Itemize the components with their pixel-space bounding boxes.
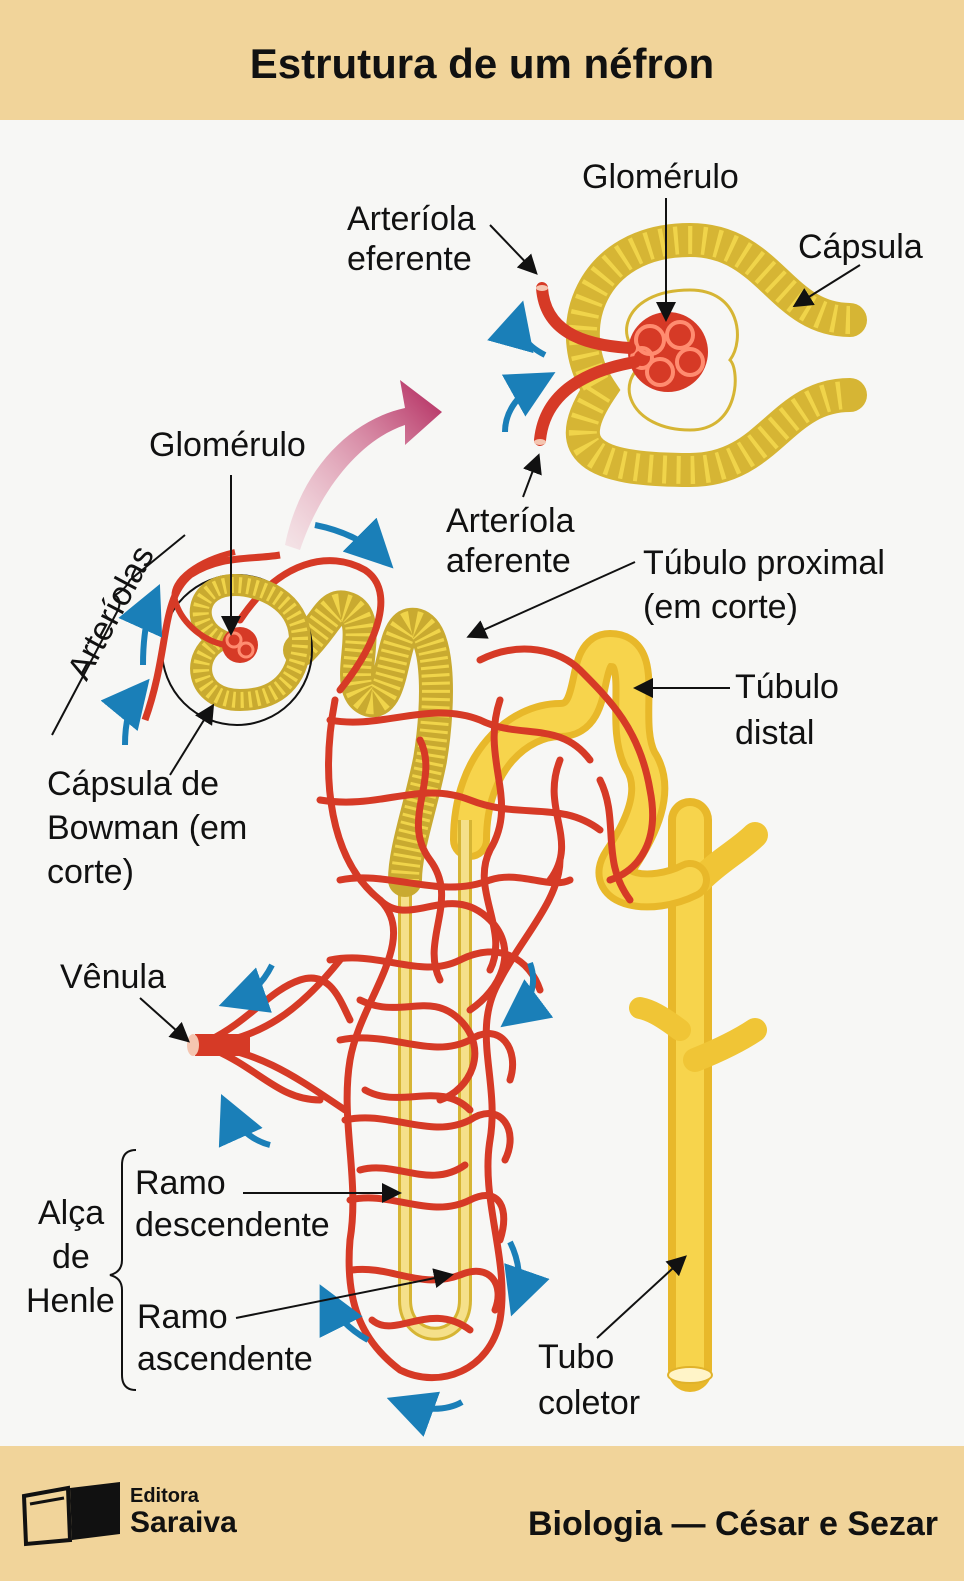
footer-band bbox=[0, 1446, 964, 1581]
label-capsula-bowman-1: Cápsula de bbox=[47, 765, 220, 803]
label-alca-2: de bbox=[52, 1238, 90, 1276]
leader-lines bbox=[139, 198, 861, 1339]
label-tubo-coletor-1: Tubo bbox=[538, 1338, 615, 1376]
zoomed-glomerulus bbox=[628, 312, 708, 392]
label-capsula-bowman-3: corte) bbox=[47, 853, 134, 891]
header-band bbox=[0, 0, 964, 120]
label-glomerulo-left: Glomérulo bbox=[149, 426, 306, 464]
label-arteriola-eferente-1: Arteríola bbox=[347, 200, 476, 238]
zoomed-arterioles bbox=[534, 282, 641, 446]
label-ramo-asc-1: Ramo bbox=[137, 1298, 228, 1336]
left-glomerulus bbox=[222, 627, 258, 663]
label-arteriola-aferente-2: aferente bbox=[446, 542, 571, 580]
label-tubo-coletor-2: coletor bbox=[538, 1384, 641, 1422]
label-tubulo-distal-1: Túbulo bbox=[735, 668, 839, 706]
publisher-line2: Saraiva bbox=[130, 1506, 237, 1539]
book-logo-icon bbox=[21, 1482, 120, 1547]
zoomed-capsule bbox=[565, 222, 867, 488]
label-ramo-asc-2: ascendente bbox=[137, 1340, 313, 1378]
label-tubulo-proximal-2: (em corte) bbox=[643, 588, 798, 626]
label-venula: Vênula bbox=[60, 958, 166, 996]
label-arteriola-aferente-1: Arteríola bbox=[446, 502, 575, 540]
figure-title: Estrutura de um néfron bbox=[249, 40, 715, 87]
flow-arrows bbox=[100, 300, 556, 1437]
book-credit: Biologia — César e Sezar bbox=[528, 1505, 939, 1543]
label-ramo-desc-1: Ramo bbox=[135, 1164, 226, 1202]
label-glomerulo-zoom: Glomérulo bbox=[582, 158, 739, 196]
capillary-network bbox=[196, 557, 657, 1382]
label-tubulo-proximal-1: Túbulo proximal bbox=[643, 544, 885, 582]
label-capsula-bowman-2: Bowman (em bbox=[47, 809, 248, 847]
label-alca-1: Alça bbox=[38, 1194, 105, 1232]
afferent-arteriole-left bbox=[141, 551, 281, 722]
nephron-diagram bbox=[51, 198, 867, 1437]
label-arteriola-eferente-2: eferente bbox=[347, 240, 472, 278]
label-capsula: Cápsula bbox=[798, 228, 923, 266]
publisher-line1: Editora bbox=[130, 1485, 199, 1507]
henle-brace bbox=[109, 1149, 137, 1391]
label-alca-3: Henle bbox=[26, 1282, 115, 1320]
zoom-arrow bbox=[285, 380, 442, 550]
loop-of-henle bbox=[398, 820, 472, 1341]
label-tubulo-distal-2: distal bbox=[735, 714, 815, 752]
label-ramo-desc-2: descendente bbox=[135, 1206, 330, 1244]
